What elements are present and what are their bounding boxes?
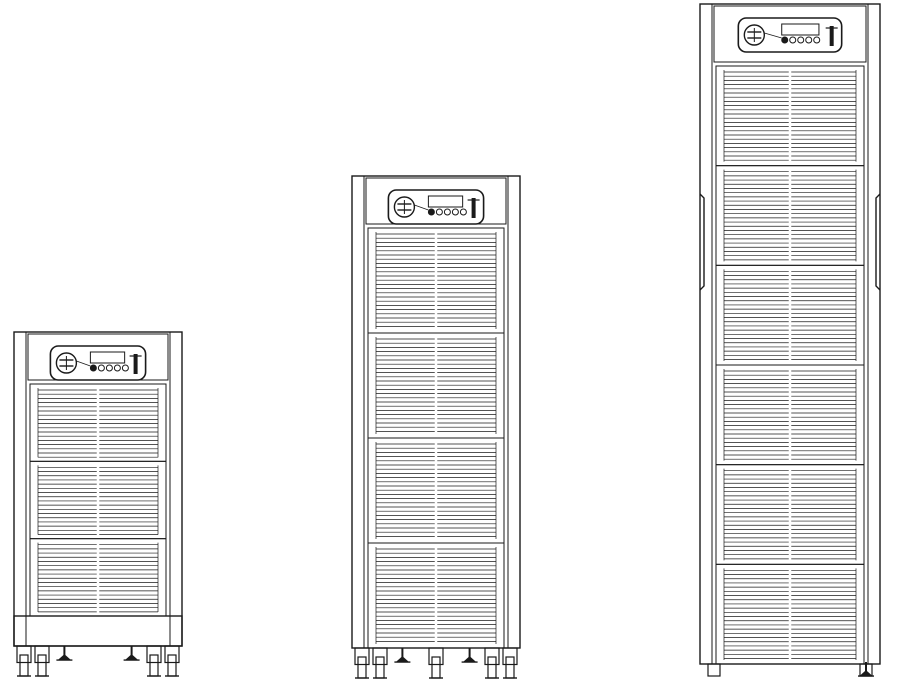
power-switch-icon bbox=[829, 26, 834, 46]
grille-section bbox=[29, 538, 167, 617]
grille-section bbox=[367, 542, 505, 649]
panel-button bbox=[427, 208, 435, 216]
grille-section bbox=[367, 332, 505, 439]
grille-section bbox=[367, 227, 505, 334]
grille-section bbox=[29, 383, 167, 462]
leveling-foot-icon bbox=[394, 648, 411, 663]
leveling-foot-icon bbox=[56, 646, 73, 661]
grille-section bbox=[715, 563, 865, 665]
lcd-display bbox=[781, 23, 820, 36]
leveling-foot-icon bbox=[858, 662, 874, 677]
grille-section bbox=[29, 460, 167, 540]
panel-button bbox=[451, 208, 459, 216]
panel-button bbox=[789, 36, 797, 44]
control-panel bbox=[49, 345, 147, 381]
lcd-display bbox=[89, 351, 126, 364]
panel-button bbox=[89, 364, 97, 372]
panel-button bbox=[813, 36, 821, 44]
caster-wheel-icon bbox=[354, 647, 370, 679]
control-panel bbox=[387, 189, 485, 225]
panel-button bbox=[121, 364, 129, 372]
caster-wheel-icon bbox=[372, 647, 388, 679]
cabinet-large bbox=[699, 3, 881, 677]
caster-wheel-icon bbox=[502, 647, 518, 679]
panel-button bbox=[443, 208, 451, 216]
panel-button bbox=[97, 364, 105, 372]
mimic-diagram-icon bbox=[55, 352, 78, 374]
mimic-diagram-icon bbox=[743, 24, 766, 46]
side-handle bbox=[875, 193, 881, 291]
side-handle bbox=[699, 193, 705, 291]
panel-button bbox=[105, 364, 113, 372]
caster-wheel-icon bbox=[164, 645, 180, 677]
caster-wheel-icon bbox=[16, 645, 32, 677]
panel-button bbox=[781, 36, 789, 44]
grille-section bbox=[715, 364, 865, 466]
caster-wheel-icon bbox=[34, 645, 50, 677]
mimic-diagram-icon bbox=[393, 196, 416, 218]
power-switch-icon bbox=[471, 198, 476, 218]
control-panel bbox=[737, 17, 843, 53]
panel-button bbox=[459, 208, 467, 216]
leveling-foot-icon bbox=[461, 648, 478, 663]
panel-button bbox=[435, 208, 443, 216]
top-bezel bbox=[365, 177, 507, 225]
panel-button bbox=[113, 364, 121, 372]
top-bezel bbox=[713, 5, 867, 63]
power-switch-icon bbox=[133, 354, 138, 374]
plinth bbox=[13, 615, 183, 647]
cabinet-small bbox=[13, 331, 183, 677]
grille-section bbox=[715, 264, 865, 366]
caster-wheel-icon bbox=[146, 645, 162, 677]
panel-button bbox=[805, 36, 813, 44]
grille-section bbox=[715, 65, 865, 167]
support-foot bbox=[707, 663, 721, 677]
grille-section bbox=[715, 165, 865, 266]
caster-wheel-icon bbox=[428, 647, 444, 679]
caster-wheel-icon bbox=[484, 647, 500, 679]
leveling-foot-icon bbox=[123, 646, 140, 661]
grille-section bbox=[715, 464, 865, 565]
top-bezel bbox=[27, 333, 169, 381]
panel-button bbox=[797, 36, 805, 44]
lcd-display bbox=[427, 195, 464, 208]
grille-section bbox=[367, 437, 505, 544]
cabinet-medium bbox=[351, 175, 521, 679]
